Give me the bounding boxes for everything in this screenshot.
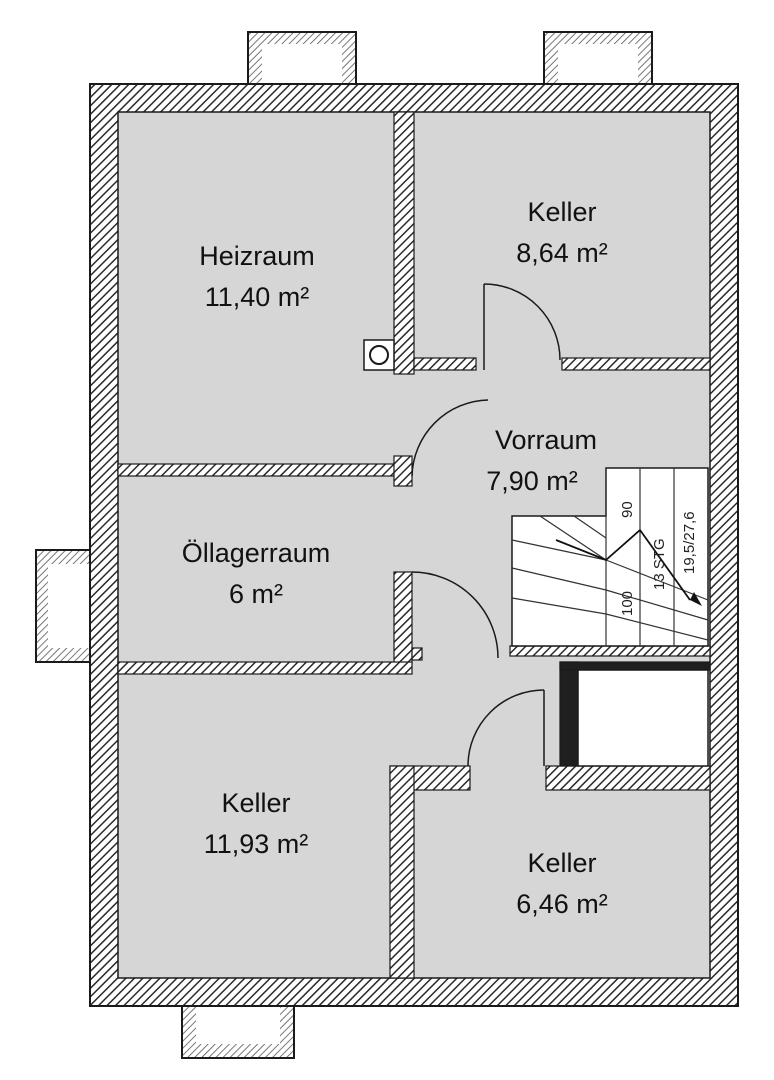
room-area-heizraum: 11,40 m² (205, 282, 310, 312)
shaft-opening (577, 669, 709, 767)
stair-steps-label: 13 STG (651, 538, 668, 590)
room-name-heizraum: Heizraum (199, 241, 315, 271)
stair: 90 13 STG 19,5/27,6 100 (511, 467, 709, 647)
room-name-keller-se: Keller (527, 848, 596, 878)
chimney-icon (363, 339, 395, 371)
room-area-oellagerraum: 6 m² (229, 579, 283, 609)
room-name-vorraum: Vorraum (495, 425, 597, 455)
window-left (35, 549, 93, 663)
stair-width-label: 90 (619, 501, 636, 518)
room-area-vorraum: 7,90 m² (486, 466, 578, 496)
room-area-keller-sw: 11,93 m² (204, 829, 309, 859)
room-name-keller-sw: Keller (221, 788, 290, 818)
room-area-keller-ne: 8,64 m² (516, 238, 608, 268)
window-top-left (247, 31, 357, 87)
door-swings (411, 283, 561, 767)
interior-walls (117, 111, 711, 979)
window-top-right (543, 31, 653, 87)
room-name-keller-ne: Keller (527, 197, 596, 227)
room-area-keller-se: 6,46 m² (516, 889, 608, 919)
stair-ratio-label: 19,5/27,6 (681, 511, 698, 574)
stair-run-label: 100 (619, 591, 636, 616)
room-name-oellagerraum: Öllagerraum (182, 538, 331, 568)
window-bottom-left (181, 1003, 295, 1059)
